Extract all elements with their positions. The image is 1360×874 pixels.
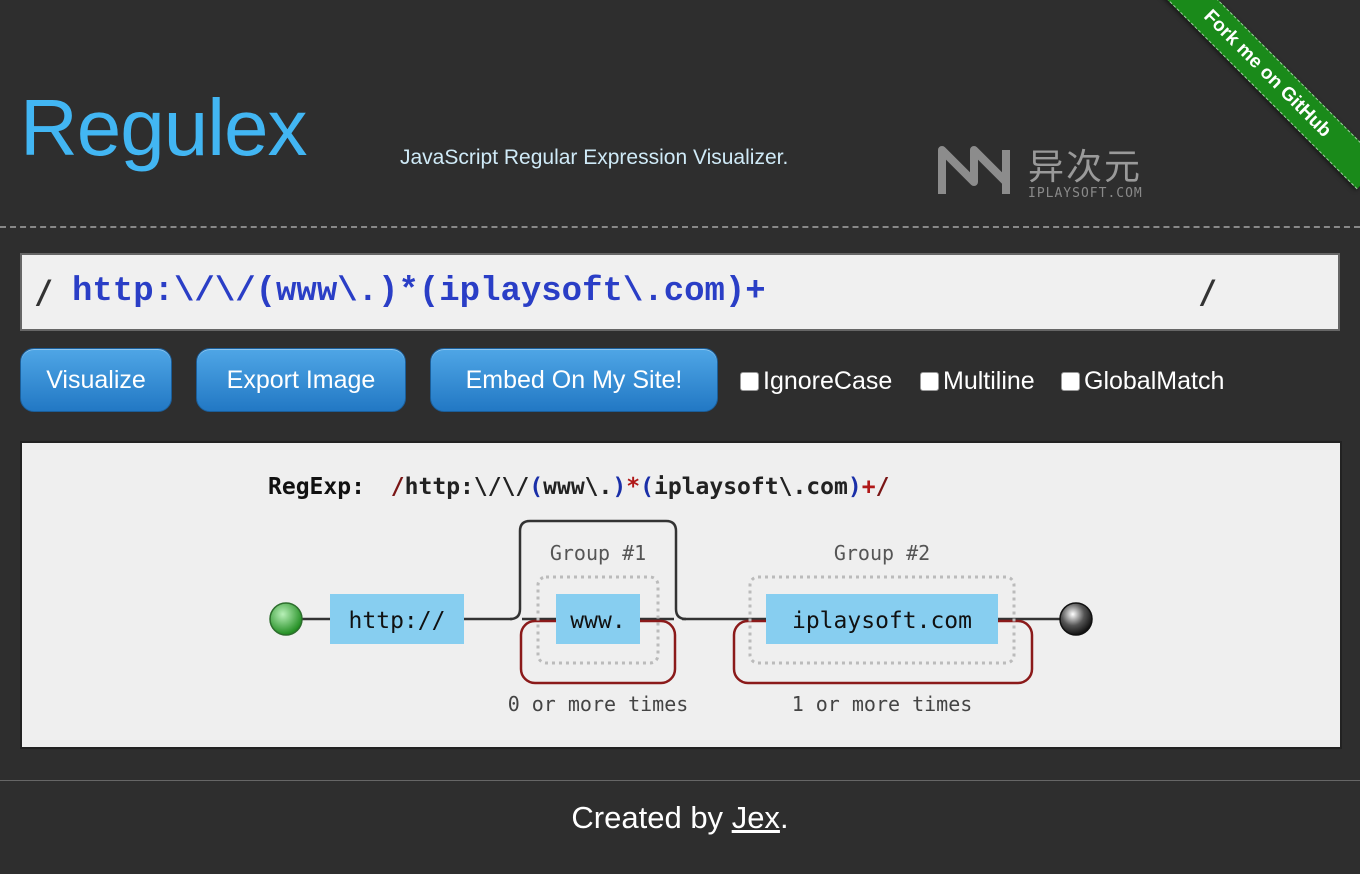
- page-header: Regulex JavaScript Regular Expression Vi…: [0, 0, 1360, 228]
- watermark-text-cn: 异次元: [1028, 147, 1143, 188]
- footer-divider: [0, 780, 1360, 781]
- multiline-label: Multiline: [943, 367, 1035, 395]
- ignorecase-option[interactable]: IgnoreCase: [740, 366, 892, 396]
- regex-input[interactable]: / http:\/\/(www\.)*(iplaysoft\.com)+ /: [20, 253, 1340, 331]
- regex-open-slash: /: [34, 273, 54, 311]
- app-logo[interactable]: Regulex: [20, 83, 308, 172]
- regexp-part: iplaysoft\.com: [654, 474, 848, 500]
- diagram-panel: RegExp: /http:\/\/(www\.)*(iplaysoft\.co…: [20, 441, 1342, 749]
- start-node-icon: [269, 602, 303, 636]
- visualize-button[interactable]: Visualize: [20, 348, 172, 412]
- regexp-part: http:\/\/: [405, 474, 530, 500]
- app-tagline: JavaScript Regular Expression Visualizer…: [400, 146, 789, 169]
- repeat1-label: 0 or more times: [508, 692, 689, 716]
- regexp-part: ): [848, 474, 862, 500]
- repeat2-label: 1 or more times: [792, 692, 973, 716]
- ignorecase-checkbox[interactable]: [740, 372, 759, 391]
- group2-box: [748, 575, 1016, 665]
- regexp-part: (: [640, 474, 654, 500]
- regex-close-slash: /: [1198, 273, 1218, 311]
- globalmatch-label: GlobalMatch: [1084, 367, 1225, 395]
- export-image-button[interactable]: Export Image: [196, 348, 406, 412]
- watermark-text-en: IPLAYSOFT.COM: [1028, 186, 1143, 201]
- regexp-label: RegExp:: [268, 474, 365, 500]
- node-iplaysoft-label: iplaysoft.com: [792, 608, 972, 634]
- multiline-option[interactable]: Multiline: [920, 366, 1035, 396]
- github-ribbon-label[interactable]: Fork me on GitHub: [1151, 0, 1360, 190]
- author-link[interactable]: Jex: [731, 800, 780, 835]
- group1-label: Group #1: [550, 541, 646, 565]
- regexp-source: /http:\/\/(www\.)*(iplaysoft\.com)+/: [391, 474, 890, 500]
- page-footer: Created by Jex.: [0, 800, 1360, 836]
- group1-skip-path: [509, 519, 687, 621]
- regexp-part: +: [862, 474, 876, 500]
- footer-suffix: .: [779, 800, 789, 835]
- github-ribbon[interactable]: Fork me on GitHub: [1150, 0, 1360, 210]
- regexp-part: /: [391, 474, 405, 500]
- ignorecase-label: IgnoreCase: [763, 367, 893, 395]
- end-node-icon: [1059, 602, 1093, 636]
- group1-box: [536, 575, 660, 665]
- embed-button[interactable]: Embed On My Site!: [430, 348, 718, 412]
- node-www-label: www.: [570, 608, 625, 634]
- footer-prefix: Created by: [571, 800, 732, 835]
- regexp-part: www\.: [543, 474, 612, 500]
- node-http-label: http://: [349, 608, 446, 634]
- globalmatch-checkbox[interactable]: [1061, 372, 1080, 391]
- multiline-checkbox[interactable]: [920, 372, 939, 391]
- watermark-logo-icon: [938, 146, 1010, 194]
- node-iplaysoft-box: [766, 594, 998, 644]
- regex-input-value[interactable]: http:\/\/(www\.)*(iplaysoft\.com)+: [72, 273, 766, 311]
- group2-label: Group #2: [834, 541, 930, 565]
- regexp-part: ): [612, 474, 626, 500]
- regexp-part: *: [626, 474, 640, 500]
- regexp-part: /: [876, 474, 890, 500]
- header-divider: [0, 226, 1360, 228]
- globalmatch-option[interactable]: GlobalMatch: [1061, 366, 1224, 396]
- node-www-box: [556, 594, 640, 644]
- node-http-box: [330, 594, 464, 644]
- regexp-part: (: [529, 474, 543, 500]
- regexp-title: RegExp: /http:\/\/(www\.)*(iplaysoft\.co…: [268, 474, 889, 500]
- watermark: 异次元 IPLAYSOFT.COM: [938, 138, 1178, 202]
- regex-diagram: RegExp: /http:\/\/(www\.)*(iplaysoft\.co…: [268, 474, 1093, 716]
